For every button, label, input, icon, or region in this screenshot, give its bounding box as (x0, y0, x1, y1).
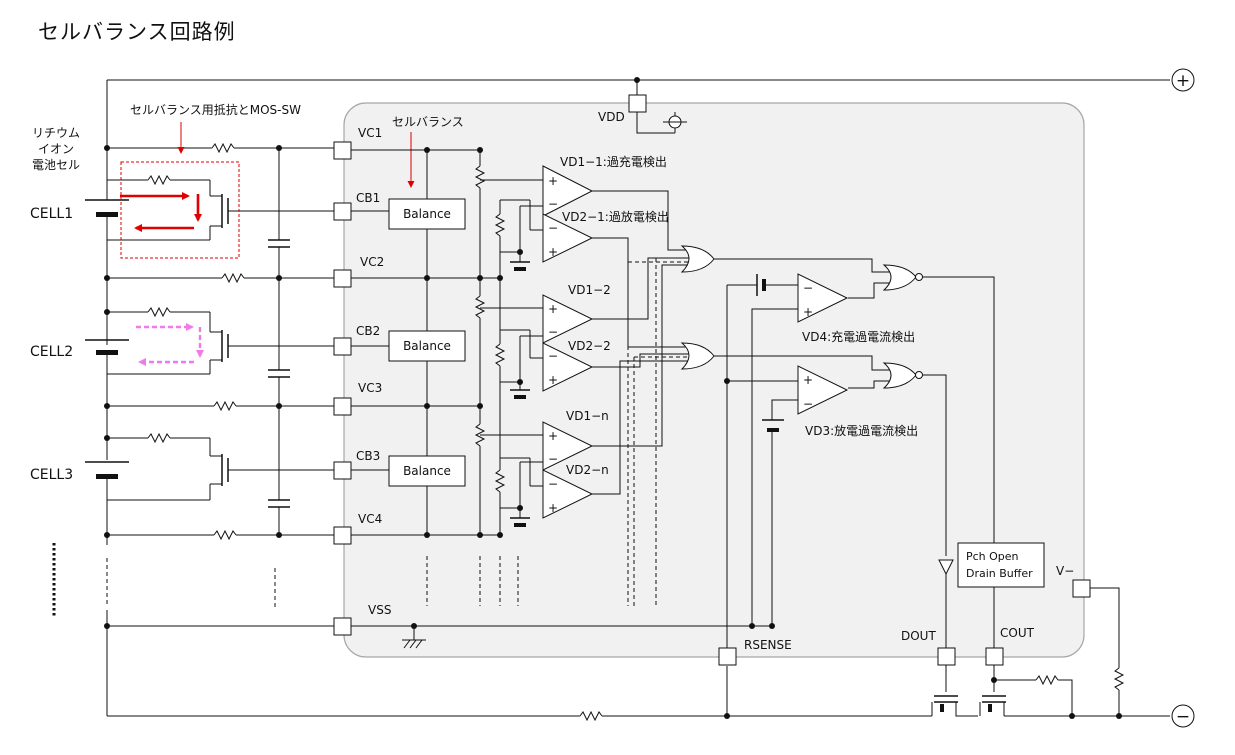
svg-text:+: + (803, 373, 813, 387)
cell1-balance-switch (107, 161, 334, 259)
ic-left-pins (333, 141, 352, 636)
pin-vc1-label: VC1 (358, 126, 382, 140)
svg-text:−: − (548, 349, 558, 363)
comparator-vd1-1: + − (542, 165, 594, 217)
vd1-1-label: VD1−1:過充電検出 (560, 154, 667, 169)
comparator-output-wires (592, 190, 690, 606)
cell1-label: CELL1 (30, 206, 73, 222)
cout-label: COUT (1000, 626, 1035, 640)
page-title: セルバランス回路例 (38, 20, 236, 44)
minus-rail (107, 710, 1170, 722)
logic-wiring (714, 258, 890, 389)
or-gate-overcharge (680, 245, 715, 273)
svg-text:+: + (548, 501, 558, 515)
balance-block-2-label: Balance (403, 339, 451, 353)
cout-buffer-wire (922, 276, 995, 648)
cell-header-line3: 電池セル (32, 158, 80, 172)
balance-block-2 (388, 330, 466, 362)
pin-vc4-label: VC4 (358, 512, 382, 526)
svg-text:−: − (548, 325, 558, 339)
cell2-battery-symbol (85, 339, 129, 355)
comparator-vd2-n: − + (542, 469, 594, 519)
svg-text:−: − (548, 197, 558, 211)
cell-header-line2: イオン (38, 142, 74, 156)
filter-capacitors (268, 145, 290, 608)
pin-vss-label: VSS (368, 603, 391, 617)
svg-text:−: − (548, 221, 558, 235)
svg-text:+: + (548, 429, 558, 443)
comparator-vd4: − + (797, 273, 849, 323)
vd2-1-label: VD2−1:過放電検出 (562, 209, 669, 224)
dout-buffer (922, 374, 954, 648)
vd1-n-label: VD1−n (566, 409, 609, 423)
svg-text:−: − (548, 477, 558, 491)
vd2-n-label: VD2−n (566, 463, 609, 477)
pch-open-drain-buffer (957, 542, 1045, 588)
svg-text:+: + (803, 305, 813, 319)
nor-gate-charge (882, 264, 923, 291)
cell2-label: CELL2 (30, 344, 73, 360)
svg-text:+: + (1176, 71, 1190, 91)
ground-icon (402, 626, 426, 649)
pin-cb2-label: CB2 (356, 324, 380, 338)
cell2-balance-switch (107, 306, 334, 375)
svg-text:−: − (803, 397, 813, 411)
balance-block-3-label: Balance (403, 464, 451, 478)
vd2-2-label: VD2−2 (568, 339, 611, 353)
rsense-label: RSENSE (744, 638, 792, 652)
comparator-vd1-n: + − (542, 421, 594, 471)
cell3-battery-symbol (85, 461, 129, 479)
svg-text:+: + (548, 373, 558, 387)
vdd-pin (628, 80, 687, 134)
comparator-vd1-2: + − (542, 294, 594, 344)
ic-bottom-pins (718, 579, 1091, 666)
resistor-note: セルバランス用抵抗とMOS-SW (130, 102, 301, 117)
pin-vc2-label: VC2 (360, 255, 384, 269)
balance-block-1-label: Balance (403, 207, 451, 221)
svg-text:−: − (548, 452, 558, 466)
svg-text:+: + (548, 302, 558, 316)
voltage-divider-resistors (474, 150, 543, 606)
pin-cb3-label: CB3 (356, 449, 380, 463)
plus-terminal: + (1171, 68, 1195, 92)
balance-note: セルバランス (392, 115, 464, 129)
buffer-line1: Pch Open (966, 550, 1019, 563)
or-gate-overdischarge (680, 342, 715, 370)
external-mosfets (931, 665, 1073, 717)
comparator-vd2-1: − + (542, 213, 594, 263)
comparator-vd3: + − (797, 365, 849, 415)
nor-gate-discharge (882, 362, 923, 389)
svg-text:+: + (548, 174, 558, 188)
current-sense-wiring (724, 274, 798, 716)
svg-text:−: − (803, 281, 813, 295)
cell-header-line1: リチウム (32, 126, 80, 140)
vdd-label: VDD (598, 110, 625, 124)
balance-block-3 (388, 455, 466, 487)
plus-rail (107, 77, 1170, 83)
vminus-resistor (1090, 587, 1125, 716)
dout-label: DOUT (901, 629, 936, 643)
vd4-label: VD4:充電過電流検出 (802, 329, 915, 344)
pin-vc3-label: VC3 (358, 381, 382, 395)
svg-text:+: + (548, 245, 558, 259)
comparator-vd2-2: − + (542, 342, 594, 392)
cell3-label: CELL3 (30, 467, 73, 483)
cell1-battery-symbol (85, 199, 129, 217)
vminus-label: V− (1056, 564, 1074, 578)
minus-terminal: − (1171, 704, 1195, 728)
vd3-label: VD3:放電過電流検出 (805, 423, 918, 438)
cell3-balance-switch (107, 432, 334, 501)
balance-block-1 (388, 198, 466, 230)
vc-lines (107, 142, 334, 627)
battery-stack-wire (104, 80, 110, 716)
pin-cb1-label: CB1 (356, 191, 380, 205)
svg-text:−: − (1176, 707, 1190, 727)
buffer-line2: Drain Buffer (966, 567, 1033, 580)
vd1-2-label: VD1−2 (568, 283, 611, 297)
